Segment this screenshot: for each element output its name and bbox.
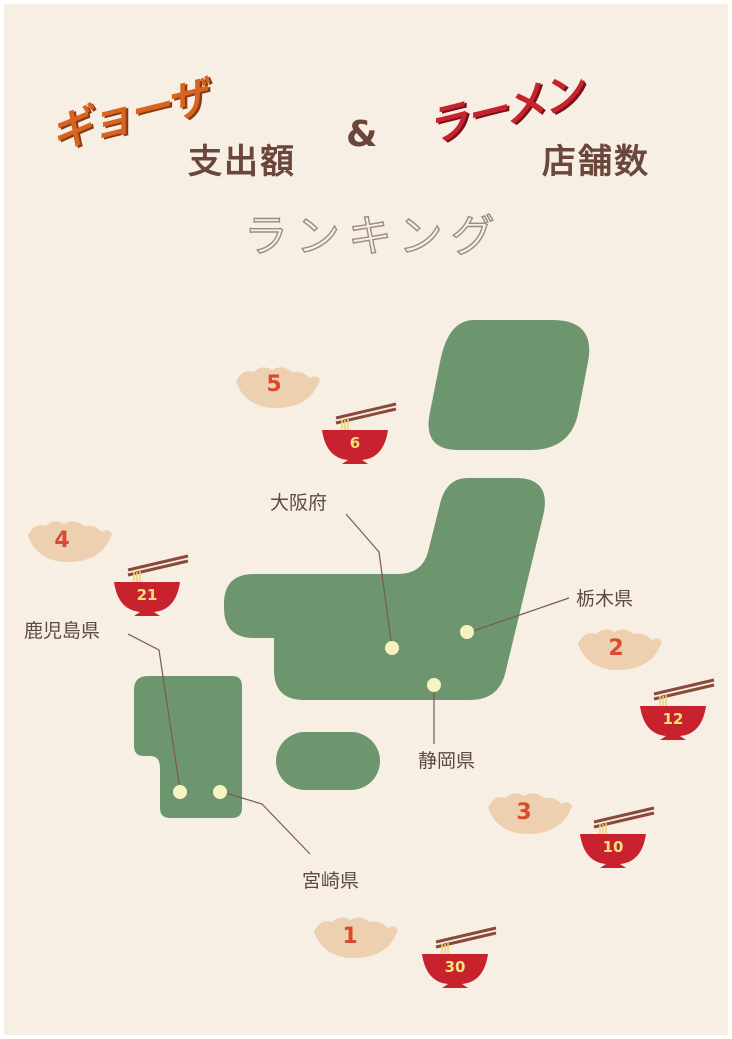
leader-line-tochigi: [469, 597, 570, 633]
gyoza-rank: 4: [54, 528, 70, 553]
marker-osaka: [385, 641, 399, 655]
ramen-count: 12: [662, 710, 684, 728]
map-region-hokkaido: [428, 320, 590, 450]
label-miyazaki: 宮崎県: [302, 870, 360, 892]
marker-tochigi: [460, 625, 474, 639]
title-shops: 店舗数: [542, 142, 650, 182]
leader-line-kagoshima: [127, 633, 181, 791]
label-tochigi: 栃木県: [576, 588, 634, 610]
title-spending: 支出額: [188, 142, 296, 182]
leader-line-osaka: [345, 513, 393, 649]
ramen-count: 6: [349, 434, 361, 452]
map-region-shikoku: [276, 732, 380, 790]
label-osaka: 大阪府: [270, 492, 328, 514]
ramen-count: 21: [136, 586, 158, 604]
ramen-count: 10: [602, 838, 624, 856]
leader-line-miyazaki: [221, 791, 311, 855]
marker-kagoshima: [173, 785, 187, 799]
label-shizuoka: 静岡県: [418, 750, 476, 772]
title-ampersand: &: [346, 114, 378, 155]
gyoza-rank: 1: [342, 924, 358, 949]
label-kagoshima: 鹿児島県: [24, 620, 101, 642]
marker-shizuoka: [427, 678, 441, 692]
map-region-kyushu: [134, 676, 242, 818]
poster: ギョーザ ラーメン 支出額 & 店舗数 ランキング: [4, 4, 728, 1035]
gyoza-rank: 2: [608, 636, 624, 661]
marker-miyazaki: [213, 785, 227, 799]
gyoza-rank: 3: [516, 800, 532, 825]
title-ranking: ランキング: [243, 210, 503, 262]
japan-map: [28, 320, 716, 990]
gyoza-rank: 5: [266, 372, 282, 397]
ramen-count: 30: [444, 958, 466, 976]
